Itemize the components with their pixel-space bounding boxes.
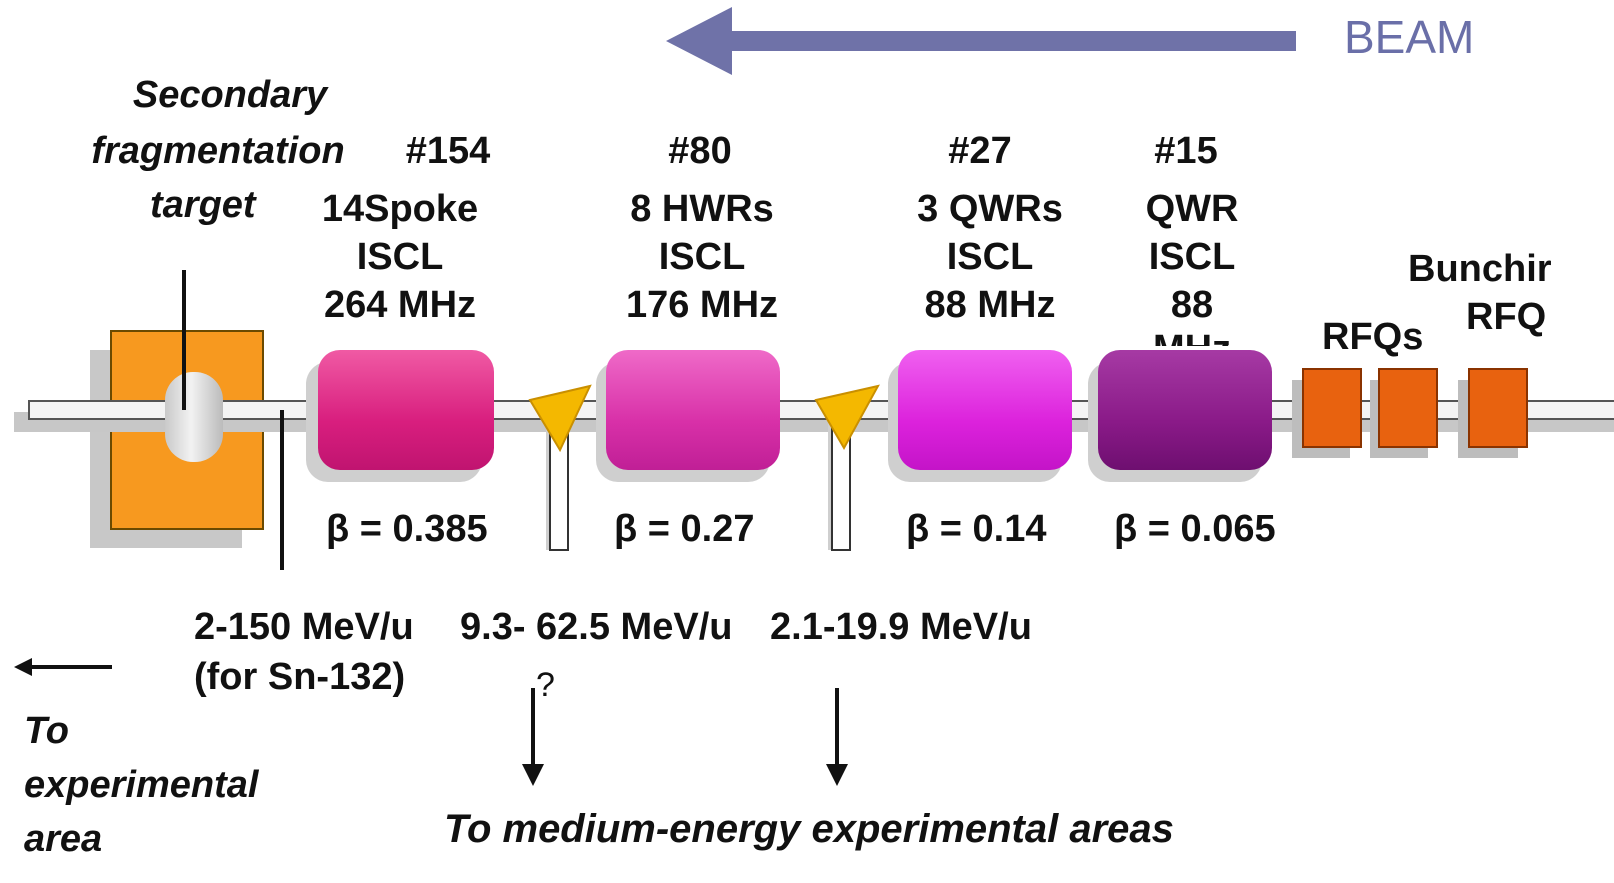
beta-qwr3: β = 0.14 xyxy=(906,508,1047,550)
section-qwr-line-3: 88 xyxy=(1170,284,1214,326)
target-label-line-2: fragmentation xyxy=(91,130,345,172)
rfq-block-1 xyxy=(1302,368,1362,448)
buncher-block xyxy=(1468,368,1528,448)
energy-range-3: 2.1-19.9 MeV/u xyxy=(770,606,1032,648)
target-label-line-3: target xyxy=(150,184,256,226)
section-number-hwr: #80 xyxy=(668,130,732,172)
destination-experimental-line-1: To xyxy=(24,710,70,752)
section-qwr-line-1: QWR xyxy=(1145,188,1239,230)
beta-spoke: β = 0.385 xyxy=(326,508,488,550)
beam-arrow-icon xyxy=(666,7,1296,75)
destination-medium-energy: To medium-energy experimental areas xyxy=(444,807,1174,851)
down-arrow-2-icon xyxy=(826,688,848,786)
section-spoke-line-1: 14Spoke xyxy=(321,188,479,230)
stripper-2-icon xyxy=(814,384,880,551)
left-arrow-icon xyxy=(14,658,112,676)
energy-range-1: 2-150 MeV/u xyxy=(194,606,414,648)
section-hwr-line-1: 8 HWRs xyxy=(630,188,774,230)
rfqs-label: RFQs xyxy=(1322,316,1424,358)
section-spoke-line-2: ISCL xyxy=(356,236,444,278)
cavity-hwr xyxy=(606,350,780,470)
cavity-spoke xyxy=(318,350,494,470)
destination-experimental-line-2: experimental xyxy=(24,764,259,806)
destination-experimental-line-3: area xyxy=(24,818,103,860)
section-qwr-line-4: MHz xyxy=(1112,326,1272,346)
cavity-qwr3 xyxy=(898,350,1072,470)
beta-qwr: β = 0.065 xyxy=(1114,508,1276,550)
rfq-block-2 xyxy=(1378,368,1438,448)
beam-label: BEAM xyxy=(1344,11,1475,63)
beta-hwr: β = 0.27 xyxy=(614,508,755,550)
question-mark: ? xyxy=(536,666,555,704)
buncher-label-line-1: Bunchir xyxy=(1408,248,1552,290)
target-cylinder-icon xyxy=(165,372,223,462)
down-arrow-1-icon xyxy=(522,688,544,786)
section-spoke-line-3: 264 MHz xyxy=(323,284,477,326)
target-pointer-line xyxy=(182,270,186,410)
section-number-qwr3: #27 xyxy=(948,130,1012,172)
section-qwr-line-2: ISCL xyxy=(1148,236,1236,278)
energy-range-1-note: (for Sn-132) xyxy=(194,656,406,698)
buncher-label-line-2: RFQ xyxy=(1466,296,1547,338)
section-qwr3-line-2: ISCL xyxy=(946,236,1034,278)
cavity-qwr xyxy=(1098,350,1272,470)
section-hwr-line-2: ISCL xyxy=(658,236,746,278)
section-hwr-line-3: 176 MHz xyxy=(625,284,779,326)
energy-range-2: 9.3- 62.5 MeV/u xyxy=(460,606,733,648)
section-qwr3-line-1: 3 QWRs xyxy=(917,188,1063,230)
section-number-qwr: #15 xyxy=(1154,130,1218,172)
section-qwr3-line-3: 88 MHz xyxy=(924,284,1056,326)
target-label-line-1: Secondary xyxy=(132,74,328,116)
energy-marker-line xyxy=(280,410,284,570)
stripper-1-icon xyxy=(528,384,592,551)
section-number-spoke: #154 xyxy=(405,130,491,172)
